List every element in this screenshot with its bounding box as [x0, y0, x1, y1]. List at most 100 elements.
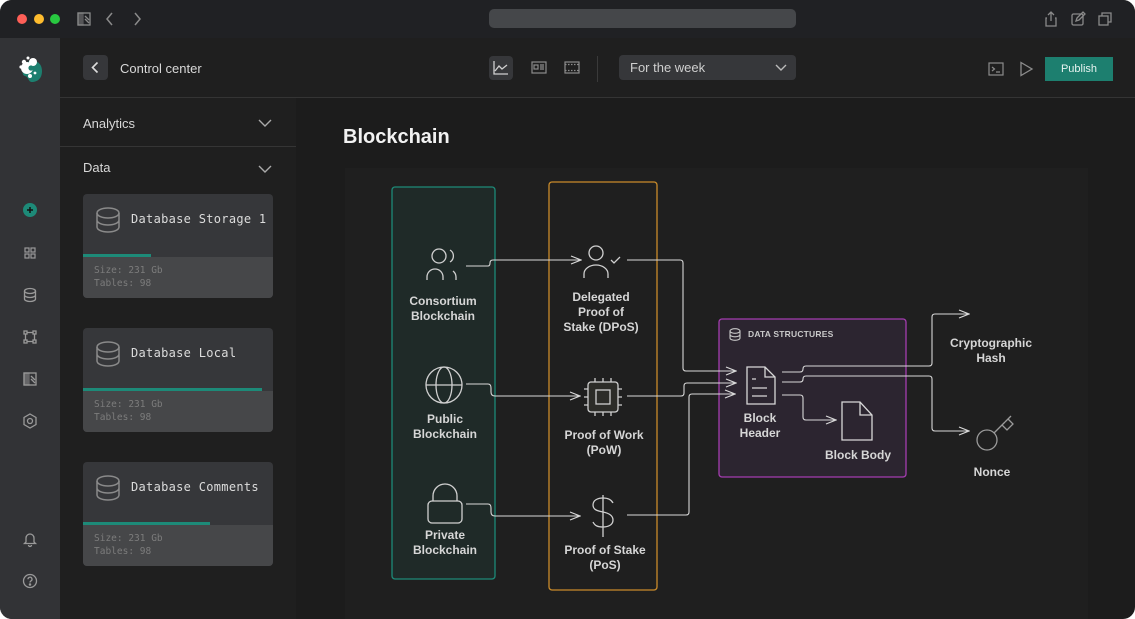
page-title: Blockchain — [343, 126, 450, 148]
blockchain-diagram — [391, 181, 1014, 591]
dollar-icon — [592, 495, 614, 537]
frame-view-button[interactable] — [560, 56, 584, 80]
usage-bar-fill — [83, 254, 152, 257]
usage-bar — [83, 254, 273, 257]
data-structures-group — [718, 318, 907, 478]
forward-arrow-icon[interactable] — [127, 9, 147, 29]
title-bar — [0, 0, 1135, 38]
section-analytics[interactable]: Analytics — [83, 116, 136, 131]
user-check-icon — [583, 245, 621, 278]
database-tables: Tables: 98 — [94, 278, 152, 289]
globe-icon — [425, 366, 463, 404]
node-pow-label: Proof of Work (PoW) — [564, 428, 644, 457]
usage-bar-fill — [83, 522, 211, 525]
settings-icon[interactable] — [20, 411, 40, 431]
node-hash-label: Cryptographic Hash — [949, 336, 1033, 365]
node-pos-label: Proof of Stake (PoS) — [564, 543, 646, 572]
chevron-left-icon — [91, 61, 99, 74]
nodes-icon[interactable] — [20, 327, 40, 347]
bell-icon[interactable] — [20, 529, 40, 549]
node-private-label: Private Blockchain — [412, 528, 478, 557]
period-select-value: For the week — [630, 60, 706, 75]
connector-pos-header — [627, 394, 735, 516]
database-tables: Tables: 98 — [94, 412, 152, 423]
document-icon — [746, 366, 776, 405]
line-chart-icon — [493, 61, 508, 75]
connector-public-pow — [466, 383, 580, 396]
top-toolbar: Control center For the week Publish — [60, 38, 1135, 98]
add-icon[interactable] — [20, 200, 40, 220]
frame-view-icon — [564, 61, 580, 74]
database-name: Database Local — [131, 346, 237, 360]
node-header-label: Block Header — [739, 411, 781, 440]
copy-windows-icon[interactable] — [1095, 9, 1115, 29]
database-size: Size: 231 Gb — [94, 533, 163, 544]
node-consortium-label: Consortium Blockchain — [409, 294, 477, 323]
lock-icon — [427, 483, 463, 524]
publish-button[interactable]: Publish — [1045, 57, 1113, 81]
chevron-down-icon — [775, 64, 787, 71]
minimize-window-button[interactable] — [34, 14, 44, 24]
card-view-icon — [531, 61, 547, 74]
key-icon — [976, 415, 1014, 451]
line-chart-view-button[interactable] — [489, 56, 513, 80]
chevron-down-icon[interactable] — [257, 161, 273, 177]
database-card[interactable]: Database Comments Size: 231 Gb Tables: 9… — [83, 462, 273, 566]
panel-icon[interactable] — [20, 369, 40, 389]
database-card[interactable]: Database Storage 1 Size: 231 Gb Tables: … — [83, 194, 273, 298]
database-size: Size: 231 Gb — [94, 399, 163, 410]
play-icon[interactable] — [1016, 59, 1036, 79]
usage-bar — [83, 522, 273, 525]
card-view-button[interactable] — [527, 56, 551, 80]
consensus-group — [548, 181, 658, 591]
connector-dpos-header — [627, 259, 736, 371]
cpu-icon — [584, 378, 622, 416]
back-button[interactable] — [83, 55, 108, 80]
terminal-icon[interactable] — [986, 59, 1006, 79]
database-icon — [96, 341, 120, 367]
node-public-label: Public Blockchain — [412, 412, 478, 441]
database-name: Database Comments — [131, 480, 259, 494]
chevron-down-icon[interactable] — [257, 115, 273, 131]
connector-lines — [466, 260, 969, 516]
node-dpos-label: Delegated Proof of Stake (DPoS) — [563, 290, 639, 334]
database-size: Size: 231 Gb — [94, 265, 163, 276]
connector-pow-header — [627, 383, 736, 397]
usage-bar-fill — [83, 388, 262, 391]
usage-bar — [83, 388, 273, 391]
grid-icon[interactable] — [20, 243, 40, 263]
edit-icon[interactable] — [1068, 9, 1088, 29]
database-icon — [729, 328, 741, 341]
database-icon — [96, 207, 120, 233]
maximize-window-button[interactable] — [50, 14, 60, 24]
back-arrow-icon[interactable] — [100, 9, 120, 29]
icon-rail — [0, 38, 60, 619]
connector-header-nonce — [782, 375, 969, 431]
file-icon — [841, 401, 873, 441]
period-select[interactable]: For the week — [619, 55, 796, 80]
section-divider — [60, 146, 296, 147]
side-panel: Analytics Data Database Storage 1 Size: … — [60, 98, 296, 619]
toolbar-divider — [597, 56, 598, 82]
sidebar-toggle-icon[interactable] — [74, 9, 94, 29]
connector-consortium-dpos — [466, 260, 581, 267]
app-logo[interactable] — [16, 54, 44, 84]
database-name: Database Storage 1 — [131, 212, 267, 226]
connector-private-pos — [466, 503, 580, 516]
node-nonce-label: Nonce — [973, 465, 1011, 479]
close-window-button[interactable] — [17, 14, 27, 24]
section-data[interactable]: Data — [83, 160, 111, 175]
address-bar[interactable] — [489, 9, 796, 28]
share-icon[interactable] — [1041, 9, 1061, 29]
diagram-canvas[interactable]: DATA STRUCTURES Consortium Blockchain Pu… — [345, 168, 1088, 619]
database-icon[interactable] — [20, 285, 40, 305]
node-body-label: Block Body — [824, 448, 892, 462]
help-icon[interactable] — [20, 571, 40, 591]
database-card[interactable]: Database Local Size: 231 Gb Tables: 98 — [83, 328, 273, 432]
data-structures-title: DATA STRUCTURES — [748, 329, 834, 339]
database-tables: Tables: 98 — [94, 546, 152, 557]
blockchain-types-group — [391, 186, 496, 580]
connector-header-hash — [782, 314, 969, 373]
users-icon — [426, 248, 457, 280]
